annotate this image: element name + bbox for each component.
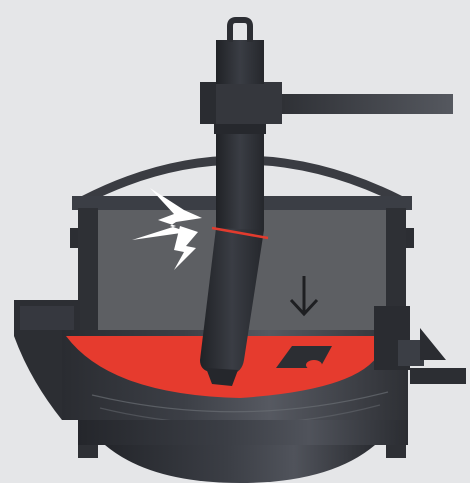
rod-upper bbox=[216, 40, 264, 84]
slag-spot bbox=[306, 360, 322, 370]
bowl-base bbox=[78, 420, 408, 445]
clamp-block-shade bbox=[200, 82, 216, 124]
bowl-bottom bbox=[105, 445, 375, 483]
right-gate-wedge bbox=[420, 328, 446, 360]
right-gate-rail bbox=[410, 368, 466, 384]
left-lip-highlight bbox=[20, 306, 74, 330]
rod-mid bbox=[216, 124, 264, 230]
rod-collar bbox=[214, 124, 266, 134]
crossbar-arm bbox=[270, 94, 453, 114]
rod-loop bbox=[230, 20, 250, 42]
